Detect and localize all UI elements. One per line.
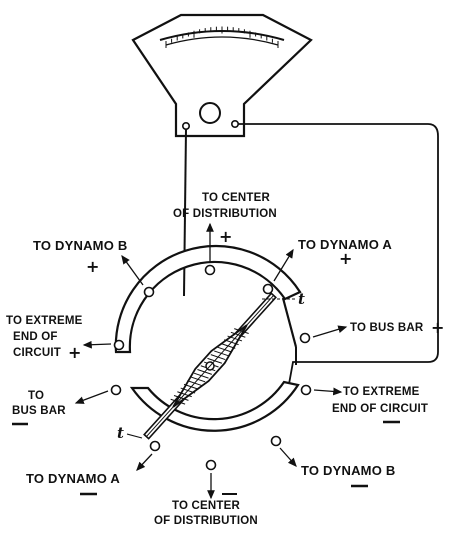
- arrow-bus-bar-right: [312, 325, 348, 338]
- label-dynamo-a-bottom: TO DYNAMO A: [26, 471, 120, 486]
- label-dynamo-b-top: TO DYNAMO B: [33, 238, 127, 253]
- terminals: [110, 264, 312, 471]
- arrow-dynamo-b-top: [121, 254, 144, 286]
- arrow-extreme-right: [313, 387, 343, 396]
- terminal-dynamo-b-bottom: [270, 435, 282, 447]
- meter-scale-ticks: [165, 26, 279, 48]
- label-center-top-sign: +: [219, 227, 232, 246]
- arrow-dynamo-b-bottom: [279, 447, 297, 467]
- arrows: [74, 222, 348, 500]
- label-bus-bar-left-2: BUS BAR: [12, 405, 66, 417]
- label-extreme-left-2: END OF: [13, 331, 58, 343]
- meter-terminal-right: [231, 120, 240, 129]
- terminal-center-top: [204, 264, 216, 276]
- label-extreme-right-1: TO EXTREME: [343, 386, 420, 398]
- terminal-dynamo-b-top: [143, 286, 155, 298]
- label-extreme-left-sign: +: [68, 343, 81, 362]
- meter: [131, 13, 313, 138]
- terminal-center-bottom: [205, 459, 217, 471]
- meter-body: [131, 13, 313, 138]
- label-dynamo-a-top-sign: +: [339, 249, 352, 268]
- t-pointer-bottom: [126, 433, 143, 439]
- lower-contact-arc: [129, 380, 300, 432]
- terminal-extreme-left: [113, 339, 125, 351]
- upper-contact-arc: [114, 244, 302, 354]
- meter-terminal-left: [182, 122, 191, 131]
- label-dynamo-b-bottom: TO DYNAMO B: [301, 463, 395, 478]
- terminal-bus-bar-right: [299, 332, 311, 344]
- label-extreme-left-1: TO EXTREME: [6, 315, 83, 327]
- arrow-bus-bar-left: [74, 390, 109, 404]
- label-center-bottom-1: TO CENTER: [172, 500, 241, 512]
- switch-body: [114, 244, 302, 432]
- label-bus-bar-right: TO BUS BAR: [350, 322, 424, 334]
- label-bus-bar-right-sign: +: [431, 318, 444, 337]
- terminal-bus-bar-left: [110, 384, 122, 396]
- terminal-dynamo-a-bottom: [149, 440, 161, 452]
- meter-knob: [199, 102, 221, 124]
- label-t-top: t: [298, 290, 305, 308]
- meter-scale-inner: [165, 36, 279, 46]
- wire-meter-return: [238, 123, 439, 385]
- upper-arc-right-stub: [281, 297, 298, 348]
- label-dynamo-b-top-sign: +: [86, 257, 99, 276]
- label-dynamo-a-top: TO DYNAMO A: [298, 237, 392, 252]
- terminal-dynamo-a-top: [262, 283, 274, 295]
- arrow-extreme-left: [82, 340, 112, 349]
- label-center-top-2: OF DISTRIBUTION: [173, 208, 277, 220]
- arrow-dynamo-a-top: [273, 248, 294, 282]
- label-bus-bar-left-1: TO: [28, 390, 44, 402]
- terminal-extreme-right: [300, 384, 312, 396]
- label-center-top-1: TO CENTER: [202, 192, 271, 204]
- switch-blade: [143, 292, 277, 440]
- label-extreme-right-2: END OF CIRCUIT: [332, 403, 428, 415]
- label-t-bottom: t: [117, 424, 124, 442]
- label-extreme-left-3: CIRCUIT: [13, 347, 61, 359]
- label-center-bottom-2: OF DISTRIBUTION: [154, 515, 258, 527]
- arrow-dynamo-a-bottom: [136, 453, 153, 471]
